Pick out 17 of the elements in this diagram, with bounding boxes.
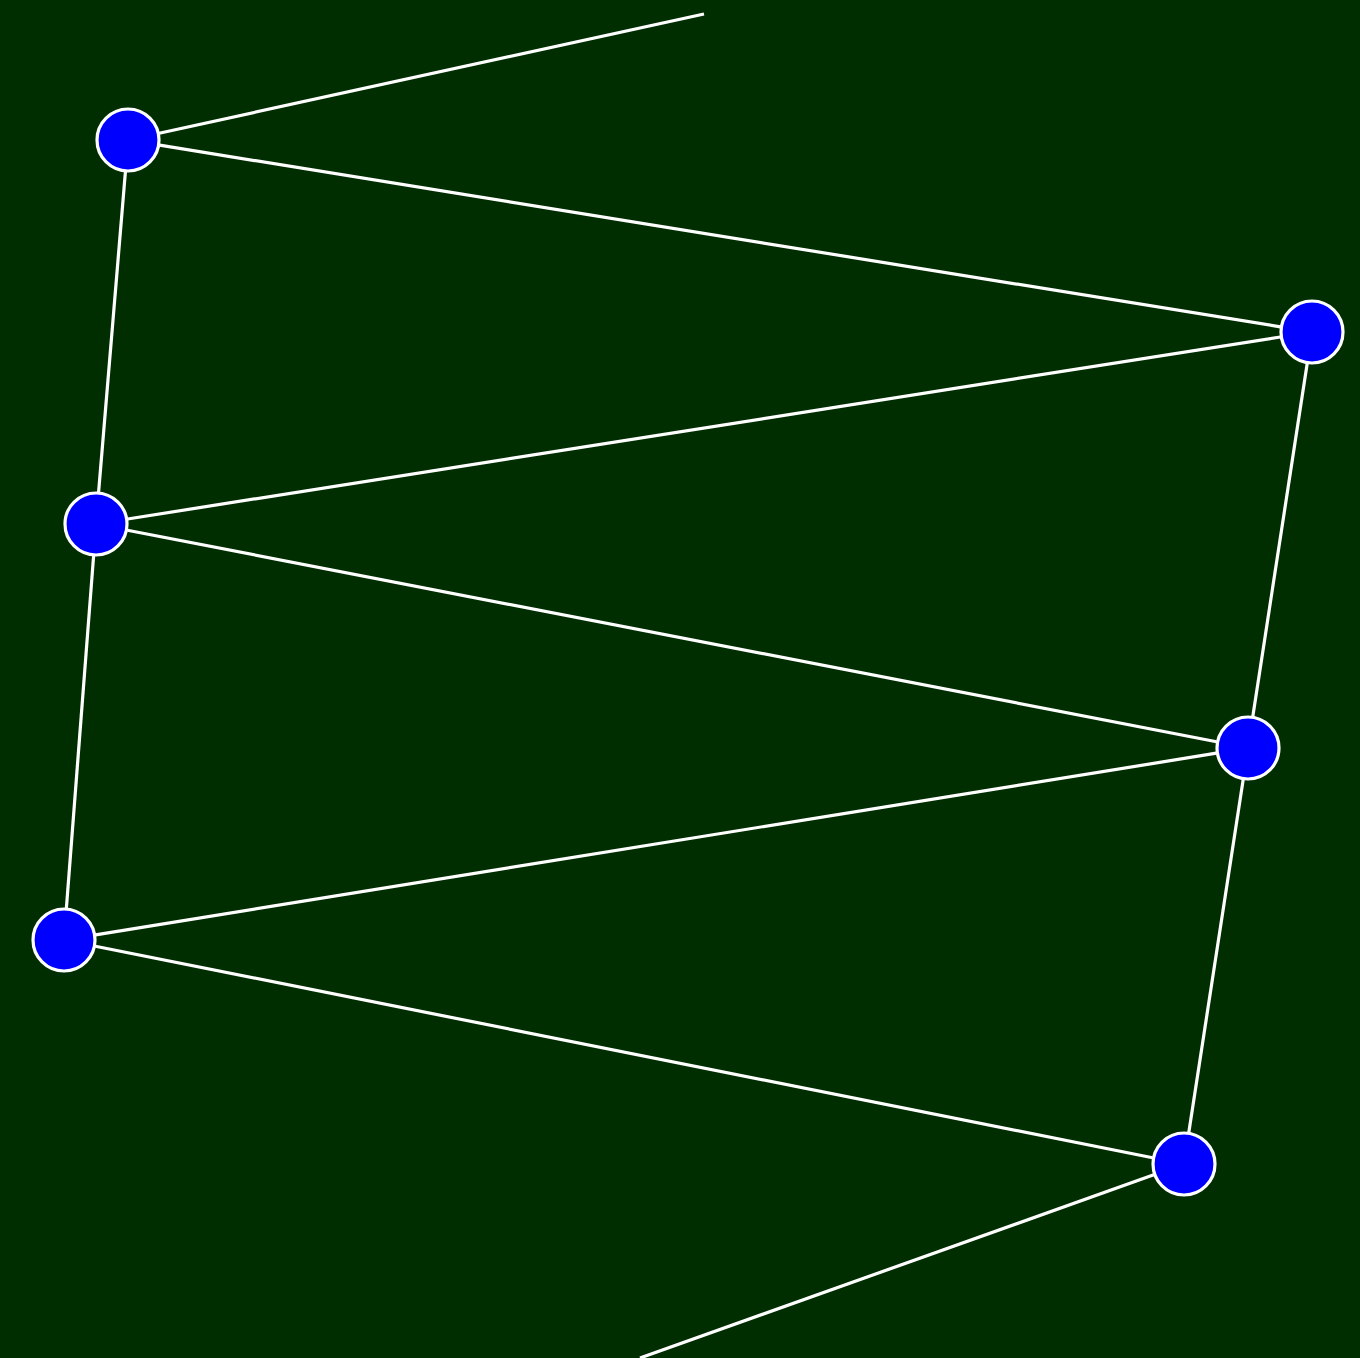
connector-line: [159, 143, 1281, 329]
connector-line: [1251, 363, 1309, 717]
connector-line: [95, 751, 1217, 937]
connector-line: [158, 12, 705, 135]
connector-line: [97, 171, 127, 493]
circle-node: [62, 490, 130, 558]
circle-node: [1214, 714, 1282, 782]
connector-line: [127, 528, 1217, 744]
connector-line: [95, 944, 1153, 1160]
connector-line: [639, 1173, 1155, 1358]
connector-line: [64, 555, 96, 909]
circle-node: [1278, 298, 1346, 366]
connector-line: [1187, 779, 1245, 1133]
circle-node: [30, 906, 98, 974]
circle-node: [94, 106, 162, 174]
connector-line: [127, 335, 1281, 521]
circle-node: [1150, 1130, 1218, 1198]
